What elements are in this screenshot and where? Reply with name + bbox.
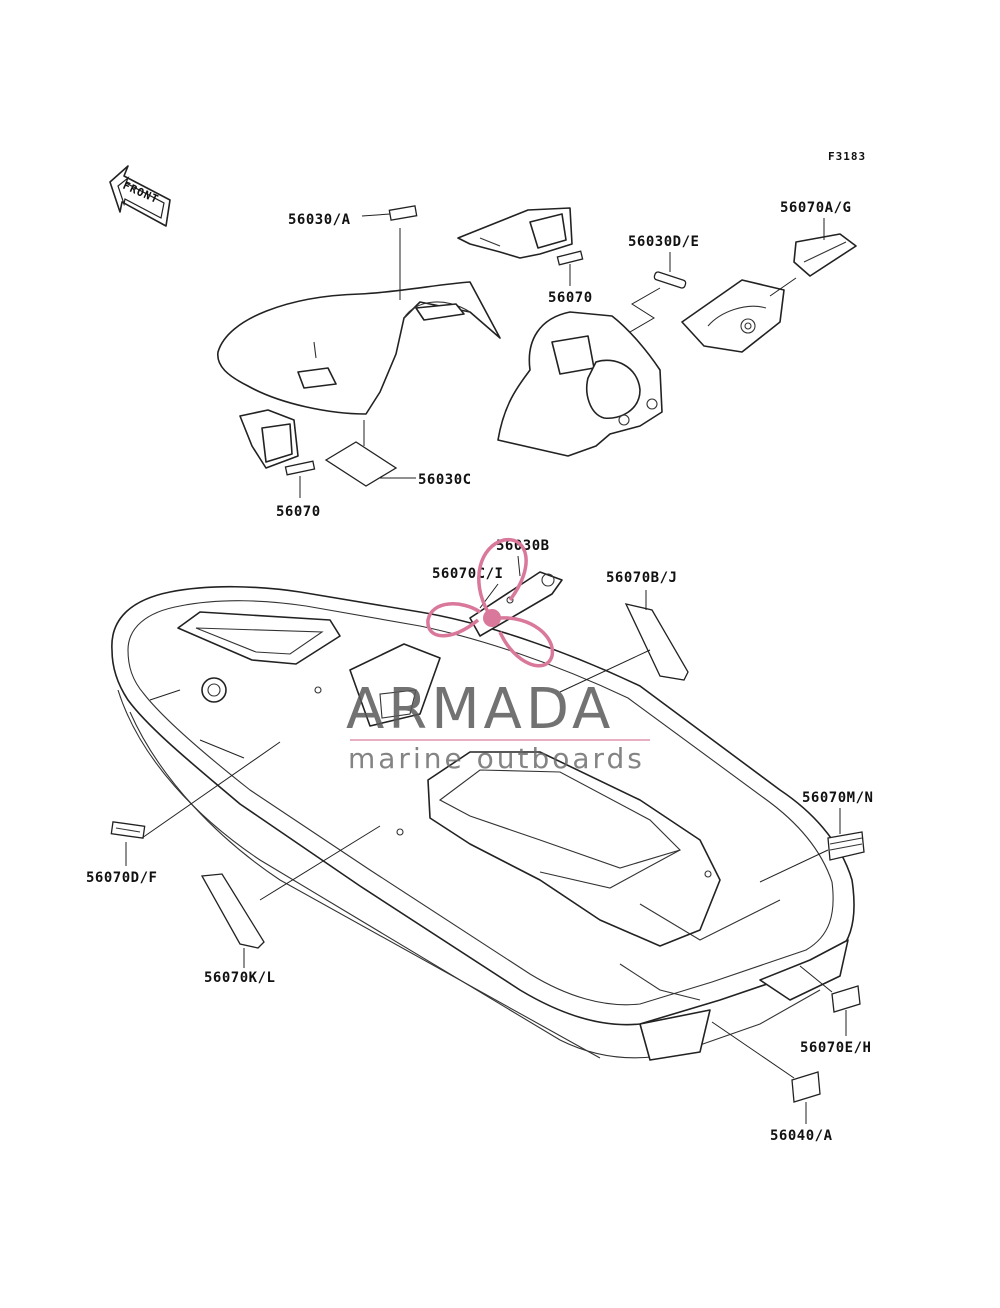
label-56030a: 56030/A	[288, 212, 351, 228]
figure-code: F3183	[828, 150, 866, 163]
decal-56030a	[388, 205, 418, 221]
decal-56030de	[653, 271, 687, 289]
label-56070ci: 56070C/I	[432, 566, 503, 582]
hood-part	[217, 281, 501, 415]
label-56070bj: 56070B/J	[606, 570, 677, 586]
label-56070-left: 56070	[276, 504, 321, 520]
decal-56070-top	[556, 250, 584, 266]
label-56070kl: 56070K/L	[204, 970, 275, 986]
label-56070-top: 56070	[548, 290, 593, 306]
cap-part	[793, 233, 857, 277]
watermark-brand: ARMADA	[346, 677, 614, 742]
label-56040a: 56040/A	[770, 1128, 833, 1144]
label-56030de: 56030D/E	[628, 234, 699, 250]
watermark-tagline: marine outboards	[348, 742, 645, 775]
storage-lid-part	[681, 279, 785, 353]
label-56030c: 56030C	[418, 472, 472, 488]
side-visor-part	[239, 409, 299, 469]
front-arrow-icon: FRONT	[109, 165, 171, 227]
propeller-logo-icon	[426, 538, 555, 668]
decal-56030c	[324, 441, 398, 487]
watermark: ARMADA marine outboards	[346, 538, 650, 775]
decal-56040a	[791, 1071, 821, 1103]
label-56070eh: 56070E/H	[800, 1040, 871, 1056]
decal-56070-left	[284, 460, 316, 476]
decal-56070df	[110, 821, 146, 839]
decal-56070bj	[624, 603, 689, 681]
label-56070ag: 56070A/G	[780, 200, 851, 216]
decal-56070eh	[831, 985, 861, 1013]
decal-56070mn	[827, 831, 865, 861]
label-56070df: 56070D/F	[86, 870, 157, 886]
visor-part	[457, 207, 573, 259]
hull-part	[111, 585, 855, 1061]
label-56070mn: 56070M/N	[802, 790, 873, 806]
decal-56070kl	[200, 873, 265, 949]
console-part	[497, 311, 663, 457]
